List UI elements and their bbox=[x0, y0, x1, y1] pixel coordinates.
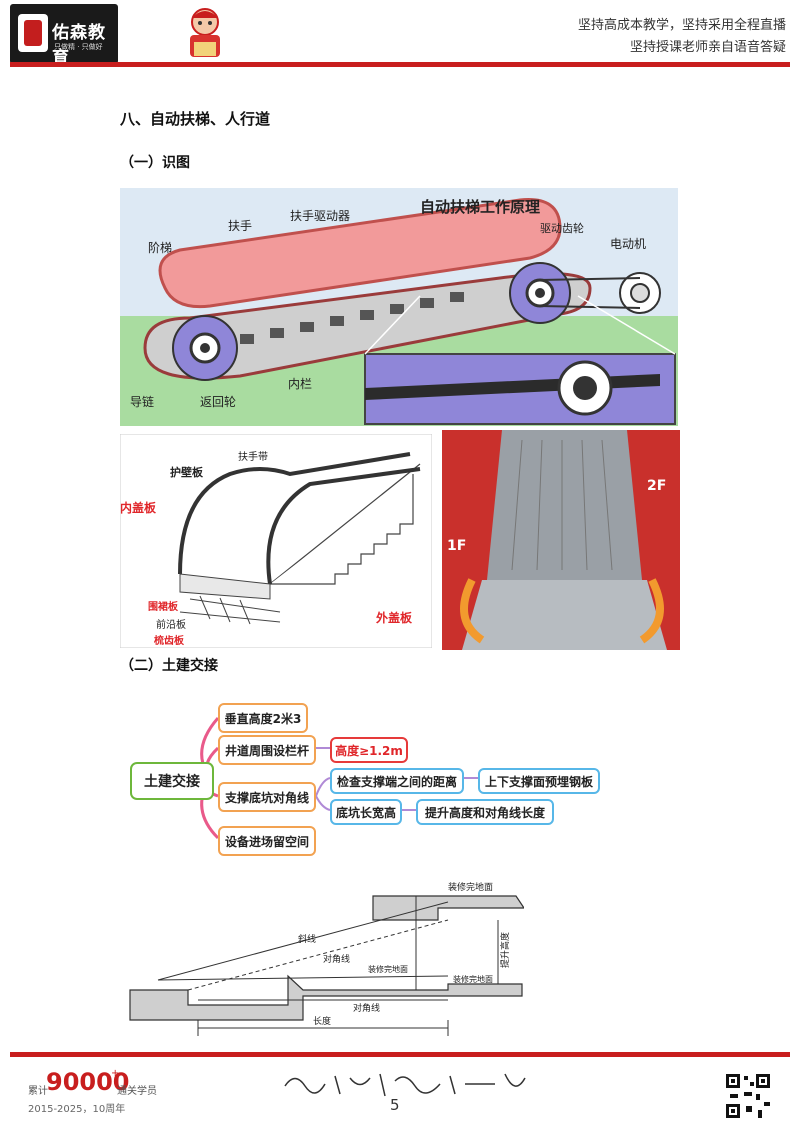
label-inner-rail: 内栏 bbox=[288, 376, 312, 391]
logo-seal-icon bbox=[18, 14, 48, 52]
label-comb-plate: 梳齿板 bbox=[153, 634, 185, 647]
qr-code-icon[interactable] bbox=[724, 1072, 772, 1120]
page-number: 5 bbox=[390, 1096, 400, 1114]
brand-tagline: 只做精 · 只做好 bbox=[54, 43, 103, 51]
mindmap-root: 土建交接 bbox=[130, 762, 214, 800]
mindmap-node-lift-height: 提升高度和对角线长度 bbox=[416, 799, 554, 825]
photo-floor-left: 1F bbox=[447, 538, 466, 554]
mindmap-node-pit-dimensions: 底坑长宽高 bbox=[330, 799, 402, 825]
label-top-floor: 装修完地面 bbox=[448, 881, 493, 893]
label-handrail-driver: 扶手驱动器 bbox=[290, 208, 350, 223]
label-length: 长度 bbox=[313, 1015, 331, 1027]
header-divider bbox=[10, 62, 790, 67]
label-motor: 电动机 bbox=[610, 237, 646, 251]
photo-floor-right: 2F bbox=[647, 478, 666, 494]
label-diagonal-lower: 对角线 bbox=[353, 1002, 380, 1014]
label-inner-cover: 内盖板 bbox=[120, 500, 157, 515]
diagram1-title: 自动扶梯工作原理 bbox=[420, 198, 540, 216]
anniversary-text: 2015-2025，10周年 bbox=[28, 1104, 126, 1115]
header-slogan-2: 坚持授课老师亲自语音答疑 bbox=[629, 40, 786, 55]
label-guard-panel: 护壁板 bbox=[170, 465, 204, 479]
footer-divider bbox=[10, 1052, 790, 1057]
label-handrail: 扶手 bbox=[228, 218, 252, 233]
mindmap-node-equipment-space: 设备进场留空间 bbox=[218, 826, 316, 856]
learner-count-prefix: 累计 bbox=[28, 1086, 48, 1097]
mascot-icon bbox=[190, 8, 220, 57]
mindmap-node-embedded-plate: 上下支撑面预埋钢板 bbox=[478, 768, 600, 794]
label-lift-height: 提升高度 bbox=[499, 932, 511, 968]
section-title: 八、自动扶梯、人行道 bbox=[120, 110, 271, 128]
brand-logo: 佑森教育 只做精 · 只做好 bbox=[10, 4, 118, 68]
label-bottom-floor: 装修完地面 bbox=[453, 974, 493, 984]
label-guide-chain: 导链 bbox=[130, 394, 154, 409]
learner-count: 90000 bbox=[46, 1068, 130, 1096]
label-outer-cover: 外盖板 bbox=[376, 610, 413, 625]
escalator-principle-diagram: 自动扶梯工作原理 扶手 扶手驱动器 阶梯 驱动齿轮 电动机 导链 返回轮 内栏 bbox=[120, 188, 678, 426]
mindmap-node-railing: 井道周围设栏杆 bbox=[218, 735, 316, 765]
mindmap-node-check-distance: 检查支撑端之间的距离 bbox=[330, 768, 464, 794]
learner-count-plus: + bbox=[111, 1068, 120, 1079]
subsection-title-2: （二）土建交接 bbox=[120, 658, 218, 674]
label-front-panel: 前沿板 bbox=[156, 618, 186, 631]
label-diagonal-upper: 对角线 bbox=[323, 953, 350, 965]
learner-count-suffix: 通关学员 bbox=[117, 1086, 157, 1097]
mindmap-node-pit-diagonal: 支撑底坑对角线 bbox=[218, 782, 316, 812]
mindmap-node-height: 垂直高度2米3 bbox=[218, 703, 308, 733]
label-skirt-panel: 围裙板 bbox=[148, 600, 179, 613]
label-return-wheel: 返回轮 bbox=[200, 395, 236, 409]
escalator-photo: 1F 2F bbox=[442, 430, 680, 650]
subsection-title-1: （一）识图 bbox=[120, 155, 190, 171]
signature-image bbox=[284, 1073, 526, 1097]
escalator-parts-diagram: 扶手带 护壁板 内盖板 围裙板 前沿板 梳齿板 外盖板 bbox=[120, 434, 432, 648]
label-steps: 阶梯 bbox=[148, 241, 172, 255]
label-handrail-belt: 扶手带 bbox=[238, 450, 268, 463]
label-slope: 斜线 bbox=[298, 933, 316, 945]
label-mid-floor: 装修完地面 bbox=[368, 964, 408, 974]
header-slogan-1: 坚持高成本教学，坚持采用全程直播 bbox=[577, 18, 786, 33]
label-drive-sprocket: 驱动齿轮 bbox=[540, 221, 584, 235]
mindmap-railing-height: 高度≥1.2m bbox=[330, 737, 408, 763]
pit-section-diagram: 装修完地面 斜线 对角线 装修完地面 装修完地面 提升高度 对角线 长度 bbox=[129, 881, 524, 1036]
